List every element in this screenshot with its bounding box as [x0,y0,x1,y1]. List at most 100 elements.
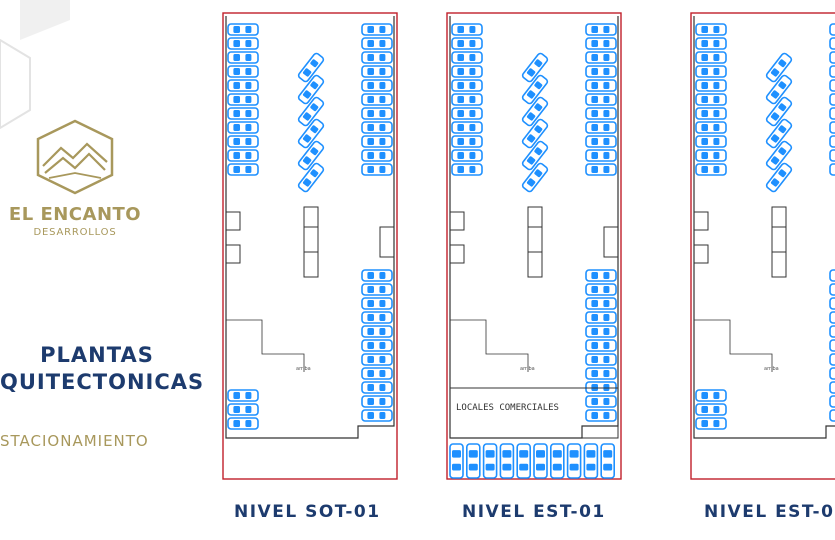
parking-space [361,353,393,366]
parking-space [585,395,617,408]
parking-space [297,118,325,149]
parking-space [585,163,617,176]
parking-space [451,93,483,106]
parking-space [361,283,393,296]
interior-wall [449,16,619,439]
parking-space [499,443,515,479]
parking-space [829,163,835,176]
parking-space [829,121,835,134]
parking-space [227,93,259,106]
parking-space [451,107,483,120]
commercial-label: LOCALES COMERCIALES [456,403,559,413]
parking-space [451,51,483,64]
structural-column [449,211,465,231]
property-boundary [446,12,622,480]
parking-space [585,311,617,324]
interior-wall [225,16,395,439]
parking-space [451,135,483,148]
interior-wall [693,16,835,439]
service-core [527,206,543,278]
parking-space [695,37,727,50]
parking-space [695,135,727,148]
floor-plan-est-02: arriba [690,12,835,482]
parking-space [600,443,615,479]
parking-space [695,65,727,78]
parking-space [765,96,793,127]
parking-space [695,51,727,64]
brand-name: EL ENCANTO [8,204,142,225]
level-label-sot-01: NIVEL SOT-01 [234,502,381,522]
parking-space [829,93,835,106]
parking-space [361,135,393,148]
parking-space [550,443,565,479]
heading-line-2: QUITECTONICAS [0,370,205,394]
parking-space [829,353,835,366]
parking-space [585,269,617,282]
parking-space [829,339,835,352]
service-core [771,206,787,278]
parking-space [451,23,483,36]
structural-column [379,226,395,258]
structural-column [603,226,619,258]
parking-space [521,52,549,83]
parking-space [585,121,617,134]
parking-space [585,149,617,162]
parking-space [765,52,793,83]
floor-plan-sot-01: arriba [222,12,398,482]
parking-space [361,37,393,50]
parking-space [361,93,393,106]
parking-space [227,149,259,162]
ramp-outline [450,319,529,372]
parking-space [829,37,835,50]
parking-space [361,79,393,92]
parking-space [227,389,259,402]
parking-space [521,74,549,105]
parking-space [361,65,393,78]
parking-space [765,140,793,171]
parking-space [585,51,617,64]
structural-column [449,244,465,264]
parking-space [227,135,259,148]
parking-space [829,79,835,92]
level-label-est-01: NIVEL EST-01 [462,502,606,522]
parking-space [521,162,549,193]
parking-space [829,65,835,78]
parking-space [451,37,483,50]
commercial-area [449,387,619,439]
parking-space [585,297,617,310]
parking-space [227,163,259,176]
parking-space [585,409,617,422]
parking-space [765,118,793,149]
parking-space [829,149,835,162]
parking-space [227,417,259,430]
structural-column [225,211,241,231]
parking-space [695,121,727,134]
mountain-hexagon-icon [36,119,114,195]
parking-space [829,107,835,120]
parking-space [227,79,259,92]
parking-space [297,52,325,83]
level-label-est-02: NIVEL EST-0 [704,502,835,522]
parking-space [227,121,259,134]
parking-space [829,311,835,324]
parking-space [695,93,727,106]
parking-space [695,403,727,416]
parking-space [361,51,393,64]
parking-space [361,121,393,134]
parking-space [829,367,835,380]
ramp-note: arriba [296,366,311,372]
service-core [303,206,319,278]
parking-space [829,395,835,408]
subheading: STACIONAMIENTO [0,432,149,450]
parking-space [361,395,393,408]
parking-space [521,96,549,127]
floor-plan-drawing: arriba [222,12,398,480]
parking-space [829,297,835,310]
parking-space [297,96,325,127]
parking-space [516,443,531,479]
parking-space [227,107,259,120]
parking-space [361,163,393,176]
brand-subtitle: DESARROLLOS [33,227,117,238]
parking-space [297,162,325,193]
